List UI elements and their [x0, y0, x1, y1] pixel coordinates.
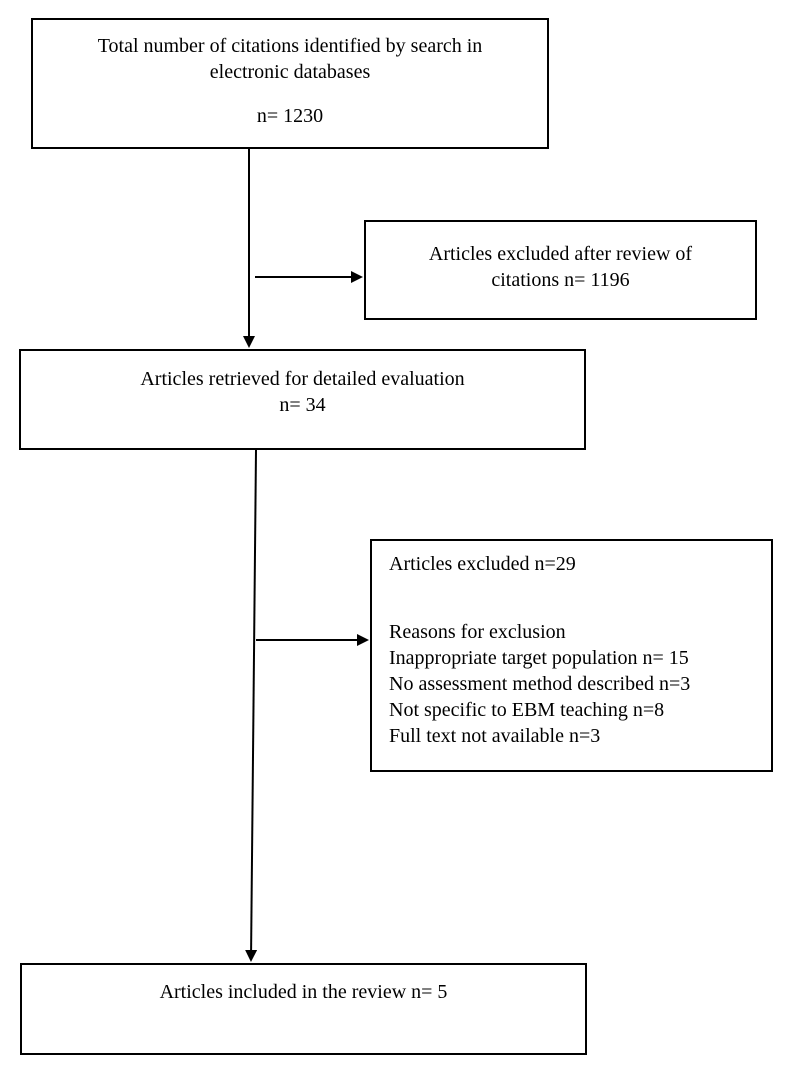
- excluded-review-line-2: citations n= 1196: [491, 269, 630, 291]
- included-in-review-box: Articles included in the review n= 5: [20, 963, 587, 1055]
- excluded-review-line-1: Articles excluded after review of: [428, 243, 693, 265]
- excluded-after-review-box: Articles excluded after review of citati…: [364, 220, 757, 320]
- included-line-1: Articles included in the review n= 5: [159, 981, 448, 1003]
- reason-item: Not specific to EBM teaching n=8: [389, 699, 665, 721]
- search-box-line-1: Total number of citations identified by …: [97, 35, 483, 57]
- retrieved-for-evaluation-box: Articles retrieved for detailed evaluati…: [19, 349, 586, 450]
- retrieved-count: n= 34: [279, 394, 326, 416]
- excluded-with-reasons-box: Articles excluded n=29 Reasons for exclu…: [370, 539, 773, 772]
- reason-item: Inappropriate target population n= 15: [389, 647, 689, 669]
- reason-item: No assessment method described n=3: [389, 673, 691, 695]
- reasons-heading: Reasons for exclusion: [389, 621, 566, 643]
- arrow-retrieved-to-included: [245, 449, 258, 962]
- reason-item: Full text not available n=3: [389, 725, 601, 747]
- excluded-reasons-title: Articles excluded n=29: [389, 553, 576, 575]
- retrieved-line-1: Articles retrieved for detailed evaluati…: [140, 368, 465, 390]
- search-results-box: Total number of citations identified by …: [31, 18, 549, 149]
- search-box-line-2: electronic databases: [209, 61, 371, 83]
- search-box-count: n= 1230: [256, 105, 324, 127]
